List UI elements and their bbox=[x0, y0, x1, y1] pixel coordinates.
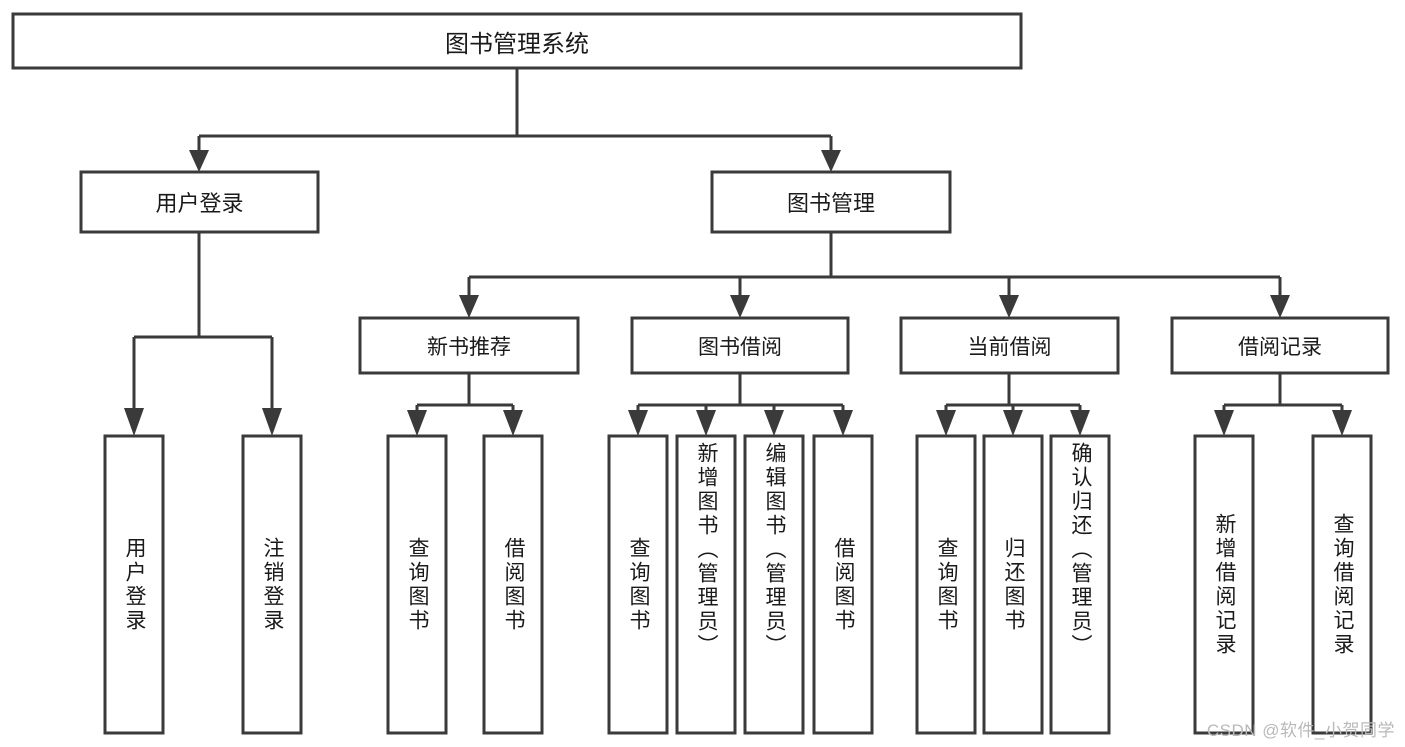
node-box-leaf-1[interactable] bbox=[241, 434, 303, 735]
node-box-borrow-record[interactable] bbox=[1170, 316, 1390, 375]
node-box-leaf-11[interactable] bbox=[1193, 434, 1255, 735]
node-box-root[interactable] bbox=[11, 12, 1023, 70]
arrowhead-leaf-query-book-1 bbox=[407, 410, 427, 436]
connector-group-current-borrow bbox=[936, 373, 1090, 436]
node-box-current-borrow[interactable] bbox=[899, 316, 1120, 375]
node-box-leaf-0[interactable] bbox=[103, 434, 165, 735]
arrowhead-leaf-add-record bbox=[1214, 410, 1234, 436]
arrowhead-book-mgmt bbox=[821, 150, 841, 172]
watermark-text: CSDN @软件_小贺同学 bbox=[1206, 721, 1395, 740]
node-box-leaf-5[interactable] bbox=[675, 434, 737, 735]
arrowhead-leaf-return-book bbox=[1003, 410, 1023, 436]
connector-group-user-login bbox=[124, 232, 282, 436]
node-box-user-login[interactable] bbox=[79, 170, 320, 234]
arrowhead-leaf-logout bbox=[262, 408, 282, 436]
arrowhead-leaf-add-book bbox=[696, 410, 716, 436]
arrowhead-leaf-query-record bbox=[1332, 410, 1352, 436]
arrowhead-new-book-rec bbox=[459, 295, 479, 318]
arrowhead-leaf-query-book-3 bbox=[936, 410, 956, 436]
arrowhead-leaf-confirm-return bbox=[1070, 410, 1090, 436]
connector-group-book-borrow bbox=[628, 373, 853, 436]
arrowhead-leaf-edit-book bbox=[764, 410, 784, 436]
connector-group-book-mgmt bbox=[459, 232, 1290, 318]
arrowhead-book-borrow bbox=[730, 295, 750, 318]
arrowhead-leaf-borrow-book-1 bbox=[503, 410, 523, 436]
node-box-new-book-recommend[interactable] bbox=[358, 316, 580, 375]
node-box-leaf-7[interactable] bbox=[812, 434, 874, 735]
node-box-book-management[interactable] bbox=[710, 170, 952, 234]
connector-group-borrow-record bbox=[1214, 373, 1352, 436]
arrowhead-borrow-record bbox=[1270, 295, 1290, 318]
arrowhead-user-login bbox=[189, 150, 209, 172]
arrowhead-leaf-user-login bbox=[124, 408, 144, 436]
node-box-leaf-6[interactable] bbox=[743, 434, 805, 735]
node-box-leaf-4[interactable] bbox=[607, 434, 669, 735]
connector-group-root bbox=[189, 68, 841, 172]
node-box-leaf-9[interactable] bbox=[982, 434, 1044, 735]
node-box-leaf-2[interactable] bbox=[386, 434, 448, 735]
node-box-leaf-10[interactable] bbox=[1049, 434, 1111, 735]
node-box-book-borrow[interactable] bbox=[630, 316, 850, 375]
node-box-leaf-8[interactable] bbox=[915, 434, 977, 735]
arrowhead-leaf-query-book-2 bbox=[628, 410, 648, 436]
connector-group-new-book-rec bbox=[407, 373, 523, 436]
node-box-leaf-3[interactable] bbox=[482, 434, 544, 735]
arrowhead-leaf-borrow-book-2 bbox=[833, 410, 853, 436]
arrowhead-current-borrow bbox=[999, 295, 1019, 318]
node-box-leaf-12[interactable] bbox=[1311, 434, 1373, 735]
